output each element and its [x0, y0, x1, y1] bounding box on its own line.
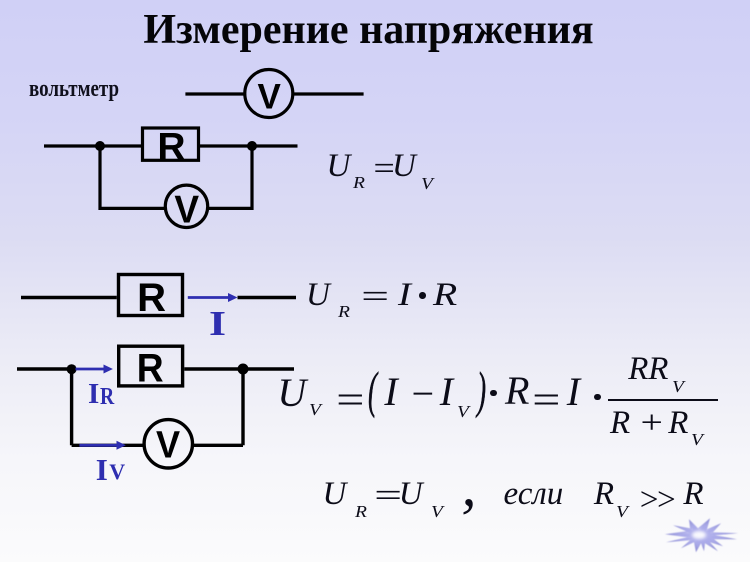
svg-text:R: R: [137, 346, 164, 391]
svg-text:R: R: [137, 276, 166, 320]
svg-text:R: R: [157, 125, 185, 168]
svg-text:V: V: [258, 78, 282, 117]
svg-text:V: V: [174, 188, 199, 231]
svg-text:V: V: [156, 423, 180, 466]
